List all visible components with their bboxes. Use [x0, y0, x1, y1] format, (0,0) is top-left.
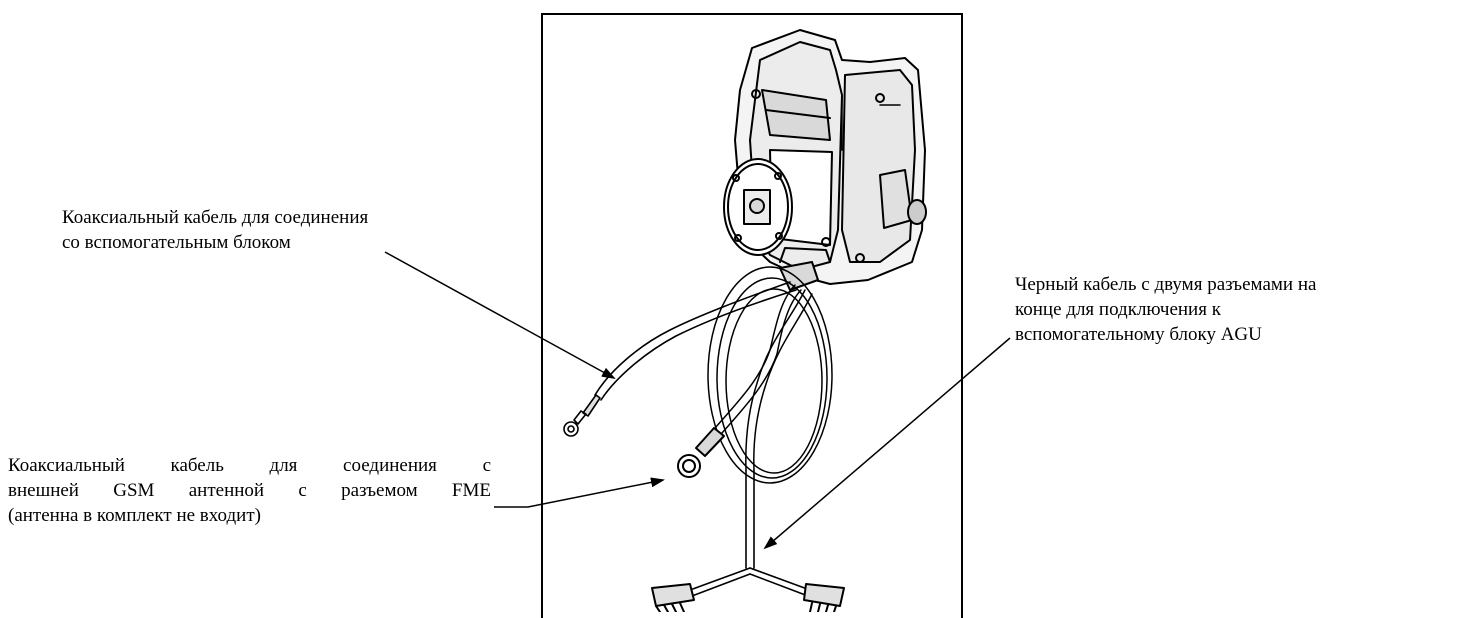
- label-line: Коаксиальный кабель для соединения: [62, 207, 369, 228]
- coiled-cable: [707, 266, 833, 484]
- coax-aux-cable: [563, 281, 797, 437]
- label-line: Черный кабель с двумя разъемами на: [1015, 274, 1317, 295]
- illustration-frame: [541, 13, 963, 618]
- label-coax-aux-cable: Коаксиальный кабель для соединения со вс…: [62, 205, 368, 255]
- label-line: вспомогательному блоку AGU: [1015, 324, 1262, 345]
- label-coax-gsm-cable: Коаксиальный кабель для соединения с вне…: [8, 453, 491, 528]
- arrow-black-cable: [763, 337, 1011, 550]
- arrow-coax-aux: [384, 251, 616, 379]
- black-cable: [689, 469, 811, 597]
- label-line: со вспомогательным блоком: [62, 232, 291, 253]
- label-black-cable: Черный кабель с двумя разъемами на конце…: [1015, 272, 1316, 347]
- agu-connector-left: [651, 583, 695, 612]
- arrow-coax-gsm: [494, 477, 665, 508]
- label-line: внешней GSM антенной с разъемом FME: [8, 480, 491, 501]
- label-line: Коаксиальный кабель для соединения с: [8, 455, 491, 476]
- label-line: (антенна в комплект не входит): [8, 505, 261, 526]
- gsm-connector: [677, 427, 725, 478]
- agu-connector-right: [803, 583, 845, 612]
- label-line: конце для подключения к: [1015, 299, 1221, 320]
- mounting-disc: [723, 158, 793, 256]
